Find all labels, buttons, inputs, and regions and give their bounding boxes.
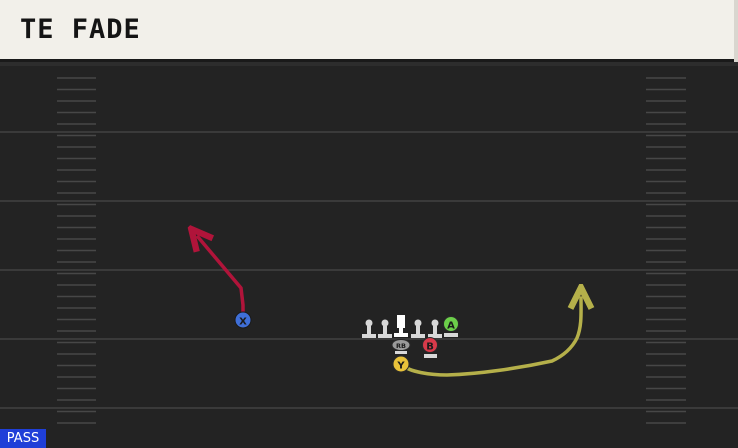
offensive-line xyxy=(362,315,442,338)
player-y[interactable]: Y xyxy=(392,355,410,373)
player-x[interactable]: X xyxy=(234,311,252,329)
player-b-label: B xyxy=(426,342,434,353)
lineman-left-tackle xyxy=(362,319,376,338)
field-background xyxy=(0,62,738,448)
lineman-right-guard xyxy=(411,319,425,338)
player-x-label: X xyxy=(239,317,247,328)
field-top-edge xyxy=(0,62,738,66)
lineman-center xyxy=(394,315,408,337)
player-rb[interactable]: RB xyxy=(391,339,411,355)
play-mode-badge: PASS xyxy=(0,429,46,448)
title-bar-edge xyxy=(734,0,738,62)
lineman-right-tackle xyxy=(428,319,442,338)
route-y-wheel xyxy=(400,298,581,377)
player-a[interactable]: A xyxy=(443,316,459,338)
play-diagram: A RB B Y X xyxy=(0,62,738,448)
player-b[interactable]: B xyxy=(422,337,438,359)
hash-marks xyxy=(57,77,686,424)
yard-lines xyxy=(0,131,738,409)
player-y-label: Y xyxy=(396,361,405,372)
player-rb-label: RB xyxy=(396,342,406,350)
play-title: TE FADE xyxy=(20,14,141,45)
playbook-field: A RB B Y X xyxy=(0,62,738,448)
player-a-label: A xyxy=(447,321,455,332)
lineman-left-guard xyxy=(378,319,392,338)
play-title-bar: TE FADE xyxy=(0,0,738,62)
